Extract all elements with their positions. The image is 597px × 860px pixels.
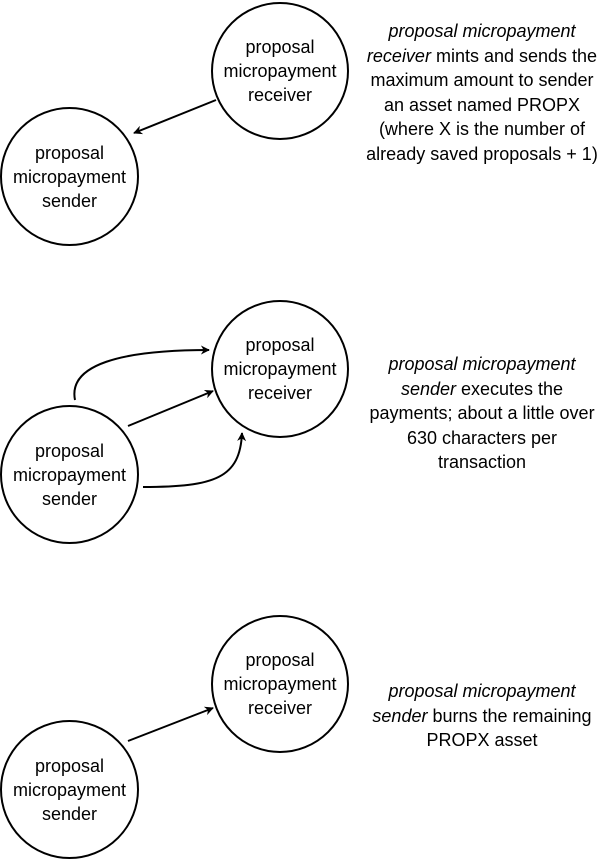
receiver-node-step-1: proposal micropayment receiver xyxy=(211,2,349,140)
step-1-caption-italic: proposal micropayment receiver xyxy=(366,21,576,66)
receiver-label-line-3: receiver xyxy=(247,85,313,105)
sender-label-line-3: sender xyxy=(41,803,98,824)
receiver-label-line-2: micropayment xyxy=(223,61,337,81)
sender-node-step-1: proposal micropayment sender xyxy=(0,107,139,246)
receiver-label-line-2: micropayment xyxy=(223,674,337,694)
step-1-caption-text: mints and sends the maximum amount to se… xyxy=(366,45,597,164)
sender-label-line-1: proposal xyxy=(34,440,105,461)
sender-node-step-2: proposal micropayment sender xyxy=(0,405,139,544)
step-2-caption-text: executes the payments; about a little ov… xyxy=(369,378,595,473)
step-3-caption-italic: proposal micropayment sender xyxy=(372,681,576,726)
sender-label-line-1: proposal xyxy=(34,755,105,776)
receiver-label-line-1: proposal xyxy=(245,650,315,670)
step-2-caption: proposal micropayment sender executes th… xyxy=(366,352,597,475)
sender-label-line-3: sender xyxy=(41,190,98,211)
receiver-node-step-3: proposal micropayment receiver xyxy=(211,615,349,753)
receiver-label-line-2: micropayment xyxy=(223,359,337,379)
step-3-caption: proposal micropayment sender burns the r… xyxy=(366,679,597,753)
step-3-caption-text: burns the remaining PROPX asset xyxy=(426,705,592,751)
sender-label-line-2: micropayment xyxy=(12,779,127,800)
receiver-label-line-3: receiver xyxy=(247,383,313,403)
sender-label-line-1: proposal xyxy=(34,142,105,163)
sender-label-line-2: micropayment xyxy=(12,464,127,485)
sender-node-step-3: proposal micropayment sender xyxy=(0,720,139,859)
receiver-label-line-3: receiver xyxy=(247,698,313,718)
receiver-node-step-2: proposal micropayment receiver xyxy=(211,300,349,438)
receiver-label-line-1: proposal xyxy=(245,37,315,57)
arrow-receiver-to-sender-step-1 xyxy=(133,99,217,135)
arrow-payment-lower-step-2 xyxy=(142,432,247,488)
arrow-payment-upper-step-2 xyxy=(73,345,210,401)
step-1-caption: proposal micropayment receiver mints and… xyxy=(366,19,597,166)
step-2-caption-italic: proposal micropayment sender xyxy=(388,354,576,399)
arrow-payment-direct-step-2 xyxy=(127,389,214,427)
arrow-sender-to-receiver-step-3 xyxy=(127,706,214,742)
receiver-label-line-1: proposal xyxy=(245,335,315,355)
sender-label-line-3: sender xyxy=(41,488,98,509)
sender-label-line-2: micropayment xyxy=(12,166,127,187)
